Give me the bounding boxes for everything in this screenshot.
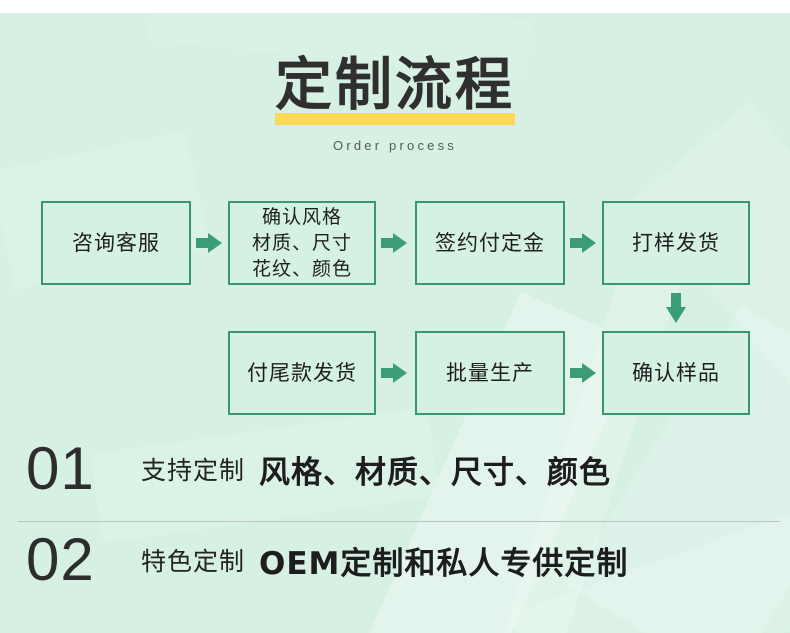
feature-label: 特色定制 (141, 547, 246, 576)
arrow-head (582, 363, 596, 383)
arrow-head (393, 233, 407, 253)
arrow-right-icon (570, 233, 596, 253)
arrow-right-icon (381, 363, 407, 383)
arrow-shaft (570, 238, 584, 248)
arrow-down-icon (666, 293, 686, 323)
flow-step-label: 打样发货 (632, 231, 720, 255)
arrow-shaft (381, 368, 395, 378)
feature-emphasis: OEM定制和私人专供定制 (259, 545, 629, 582)
feature-label: 支持定制 (141, 456, 246, 485)
arrow-head (393, 363, 407, 383)
flow-step-label: 确认样品 (632, 361, 720, 385)
flow-step-label: 签约付定金 (435, 231, 545, 255)
flow-step-box-7: 确认样品 (602, 331, 750, 415)
arrow-head (582, 233, 596, 253)
arrow-shaft (570, 368, 584, 378)
arrow-head (666, 307, 686, 323)
feature-number: 02 (26, 526, 95, 593)
top-white-strip (0, 0, 790, 13)
flow-step-box-1: 咨询客服 (41, 201, 191, 285)
arrow-shaft (196, 238, 210, 248)
feature-number: 01 (26, 435, 95, 502)
header: 定制流程 Order process (0, 46, 790, 153)
arrow-right-icon (381, 233, 407, 253)
arrow-shaft (381, 238, 395, 248)
flow-step-box-2: 确认风格 材质、尺寸 花纹、颜色 (228, 201, 376, 285)
feature-emphasis: 风格、材质、尺寸、颜色 (259, 454, 612, 491)
flow-step-label: 咨询客服 (72, 231, 160, 255)
page-title: 定制流程 (275, 52, 515, 118)
flow-step-label: 付尾款发货 (247, 361, 357, 385)
flow-step-label: 批量生产 (446, 361, 534, 385)
flow-step-box-6: 批量生产 (415, 331, 565, 415)
arrow-right-icon (570, 363, 596, 383)
arrow-right-icon (196, 233, 222, 253)
title-highlight-bar (275, 113, 515, 125)
flow-step-box-3: 签约付定金 (415, 201, 565, 285)
feature-row-02: 02 特色定制 OEM定制和私人专供定制 (26, 528, 766, 592)
flow-step-box-5: 付尾款发货 (228, 331, 376, 415)
flow-step-label-line-2: 材质、尺寸 (251, 232, 352, 254)
flow-step-box-4: 打样发货 (602, 201, 750, 285)
arrow-head (208, 233, 222, 253)
process-flow-diagram: 咨询客服 确认风格 材质、尺寸 花纹、颜色 签约付定金 打样发货 (0, 193, 790, 423)
page-subtitle: Order process (333, 138, 457, 153)
flow-step-label-line-3: 花纹、颜色 (251, 258, 352, 280)
feature-row-01: 01 支持定制 风格、材质、尺寸、颜色 (26, 437, 766, 501)
arrow-shaft (671, 293, 681, 309)
feature-divider (18, 521, 780, 522)
title-block: 定制流程 (265, 46, 525, 125)
flow-step-label-line-1: 确认风格 (261, 206, 342, 228)
